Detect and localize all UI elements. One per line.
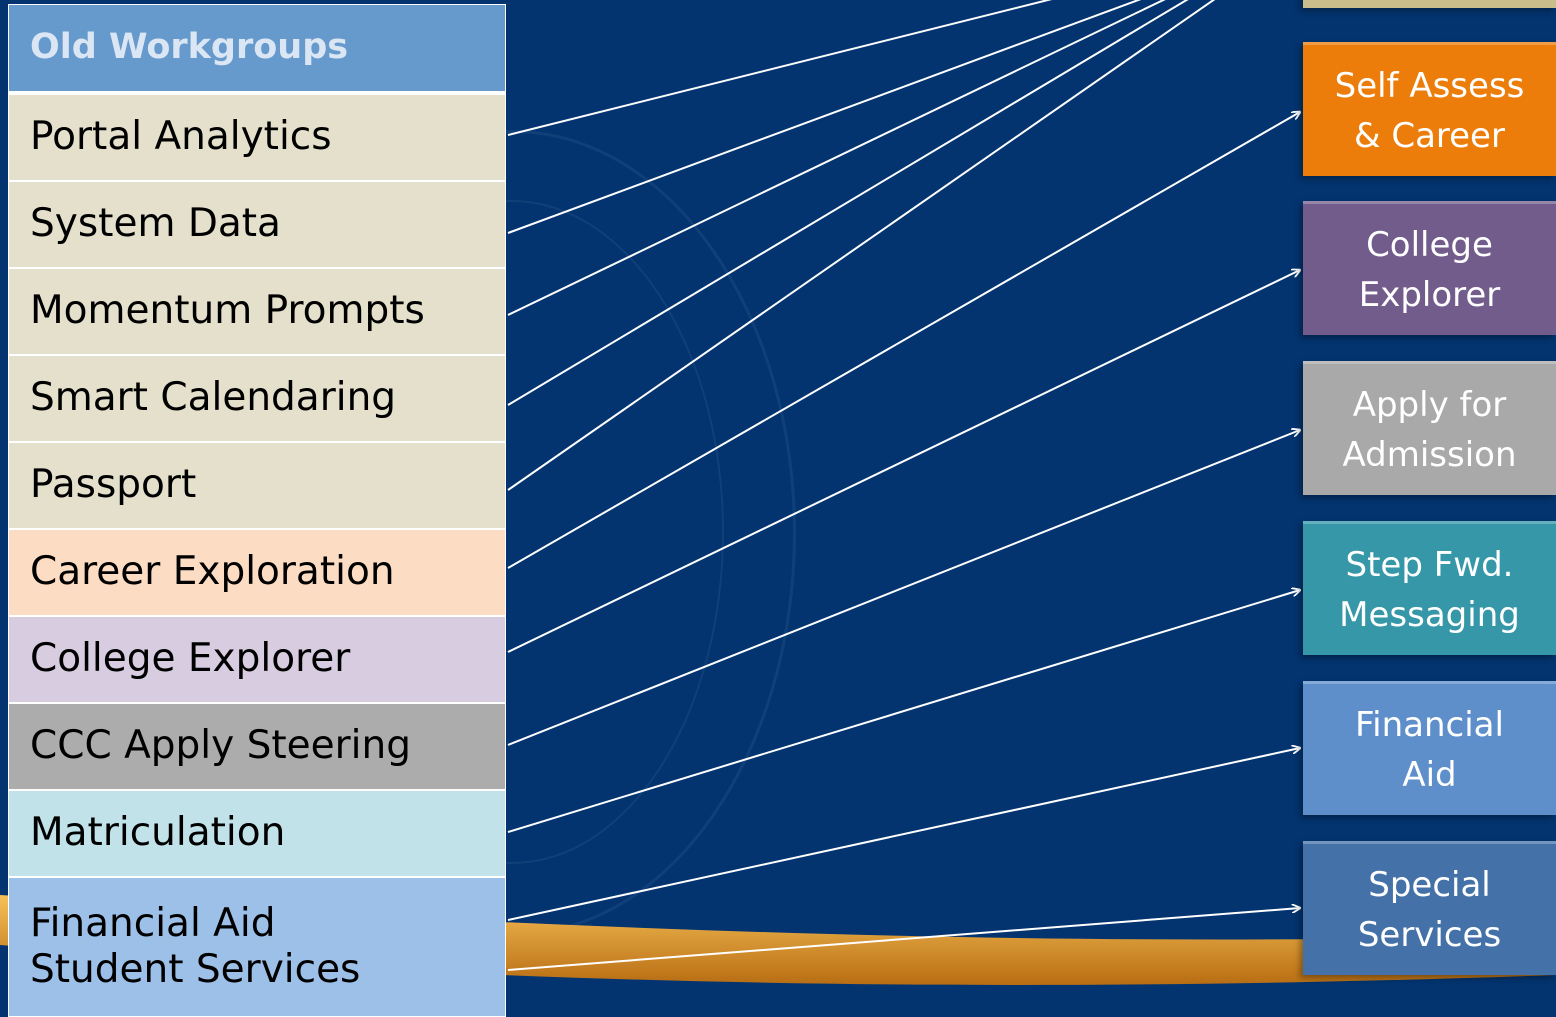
box-line-1: Financial (1355, 704, 1504, 745)
connector-momentum-prompts (507, 0, 1166, 316)
connector-system-data (507, 0, 1142, 234)
connector-matriculation (507, 590, 1300, 833)
box-line-1: Apply for (1352, 384, 1507, 425)
box-financial-aid: Financial Aid (1303, 681, 1556, 815)
table-row-line-financial-aid: Financial Aid (30, 900, 276, 946)
connector-passport (507, 0, 1216, 491)
table-row-passport: Passport (9, 441, 505, 528)
table-row-system-data: System Data (9, 180, 505, 267)
box-special-services: Special Services (1303, 841, 1556, 975)
top-stub-box (1303, 0, 1556, 8)
connector-smart-calendaring (507, 0, 1189, 406)
box-line-1: Step Fwd. (1345, 544, 1514, 585)
box-self-assess-career: Self Assess & Career (1303, 42, 1556, 176)
box-step-fwd-messaging: Step Fwd. Messaging (1303, 521, 1556, 655)
box-line-2: Admission (1342, 434, 1517, 475)
box-apply-for-admission: Apply for Admission (1303, 361, 1556, 495)
table-row-smart-calendaring: Smart Calendaring (9, 354, 505, 441)
connector-college-explorer (507, 270, 1300, 653)
old-workgroups-table: Old Workgroups Portal Analytics System D… (8, 4, 506, 1017)
table-row-portal-analytics: Portal Analytics (9, 93, 505, 180)
table-row-college-explorer: College Explorer (9, 615, 505, 702)
box-line-1: College (1366, 224, 1493, 265)
connector-financial-aid (507, 748, 1300, 921)
box-line-1: Self Assess (1334, 65, 1525, 106)
table-row-matriculation: Matriculation (9, 789, 505, 876)
table-row-line-student-services: Student Services (30, 947, 361, 992)
box-line-2: & Career (1354, 115, 1505, 156)
table-row-ccc-apply-steering: CCC Apply Steering (9, 702, 505, 789)
box-college-explorer: College Explorer (1303, 201, 1556, 335)
connector-ccc-apply (507, 430, 1300, 746)
box-line-2: Explorer (1358, 274, 1501, 315)
connector-career-exploration (507, 112, 1300, 569)
box-line-2: Aid (1402, 754, 1457, 795)
connector-student-services (507, 908, 1300, 971)
table-row-financial-aid-student-services: Financial Aid Student Services (9, 876, 505, 1016)
table-header: Old Workgroups (9, 5, 505, 93)
table-row-career-exploration: Career Exploration (9, 528, 505, 615)
box-line-1: Special (1368, 864, 1491, 905)
connector-portal-analytics (507, 0, 1053, 136)
box-line-2: Services (1357, 914, 1502, 955)
box-line-2: Messaging (1339, 594, 1520, 635)
table-row-momentum-prompts: Momentum Prompts (9, 267, 505, 354)
